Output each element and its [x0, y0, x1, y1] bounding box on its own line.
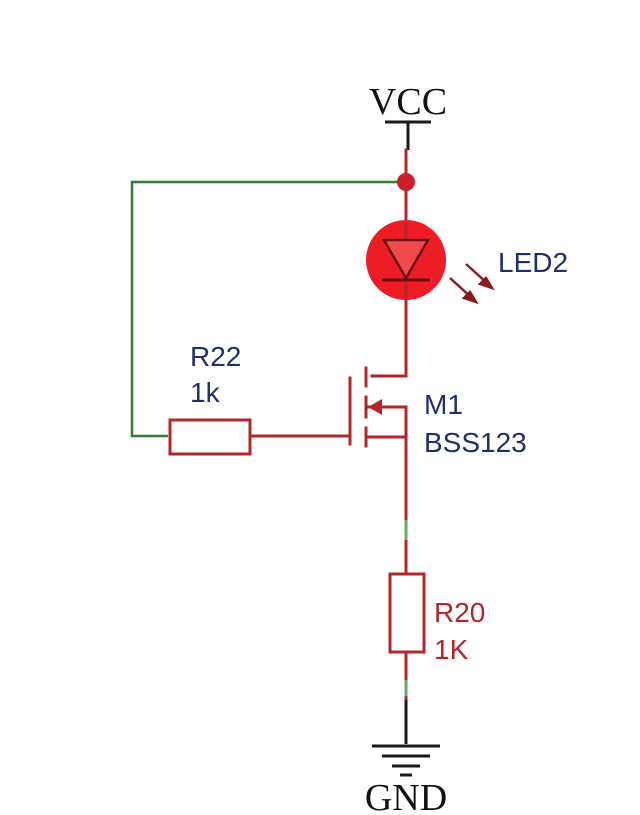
- r22-ref-label: R22: [190, 341, 241, 372]
- led-light-arrows: [449, 263, 495, 305]
- mosfet-ref-label: M1: [424, 389, 463, 420]
- mosfet-part-label: BSS123: [424, 427, 527, 458]
- gnd-label: GND: [365, 777, 447, 815]
- r22-value-label: 1k: [190, 377, 221, 408]
- r20-ref-label: R20: [434, 597, 485, 628]
- junction-dot: [397, 173, 415, 191]
- r20-value-label: 1K: [434, 634, 469, 665]
- resistor-r20: R20 1K: [388, 572, 485, 665]
- vcc-symbol: VCC: [369, 81, 447, 150]
- vcc-label: VCC: [369, 81, 447, 123]
- resistor-r22: R22 1k: [168, 341, 252, 456]
- r22-body: [168, 418, 252, 456]
- gnd-symbol: GND: [365, 744, 447, 815]
- led2: LED2: [366, 220, 568, 305]
- mosfet-m1: M1 BSS123: [348, 366, 527, 458]
- mosfet-body-line: [364, 405, 408, 439]
- led-ref-label: LED2: [498, 247, 568, 278]
- wire-led-to-drain: [370, 296, 408, 378]
- mosfet-arrow: [368, 399, 382, 415]
- wire-feedback: [130, 180, 404, 438]
- r20-body: [388, 572, 426, 654]
- led-triangle: [381, 238, 431, 281]
